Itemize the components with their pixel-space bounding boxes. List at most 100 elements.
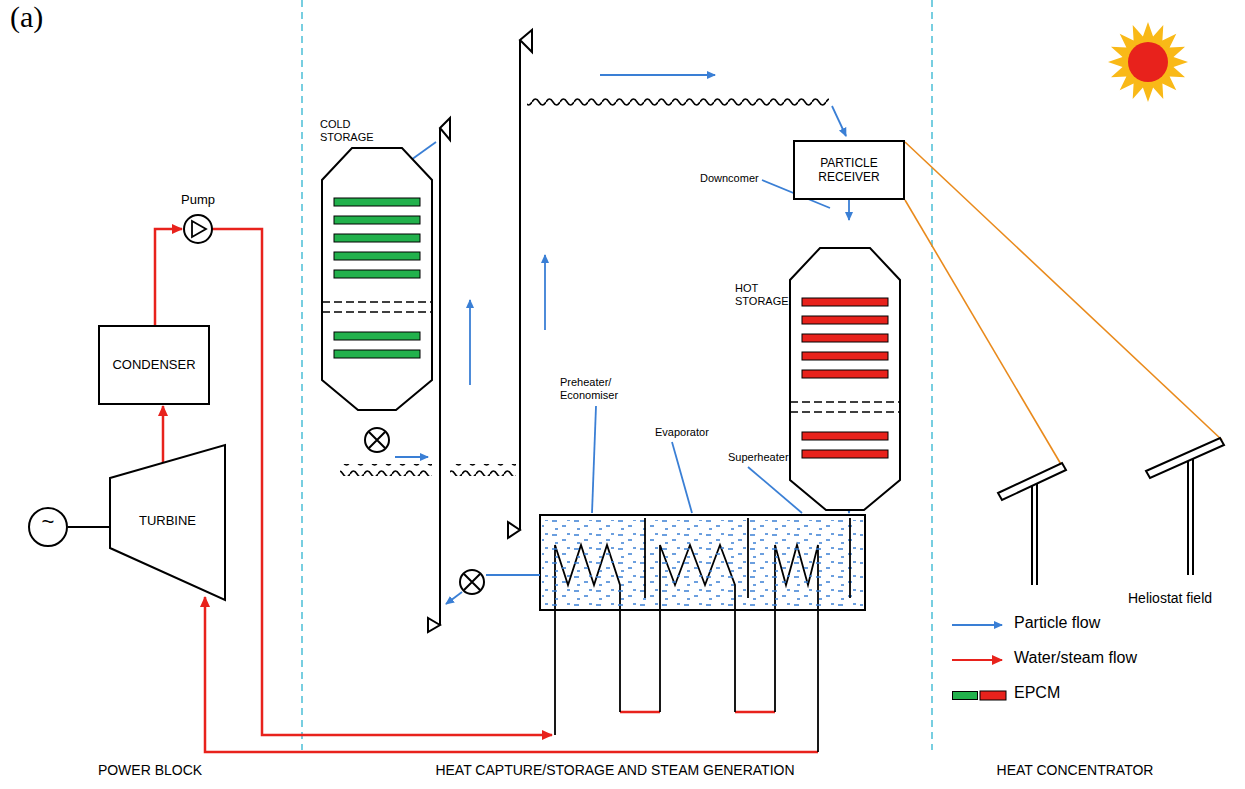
epcm-bar: [802, 298, 888, 306]
callout-label: Downcomer: [700, 172, 759, 184]
epcm-bar: [334, 350, 420, 358]
rotary-valves: [365, 428, 861, 594]
legend-text: EPCM: [1014, 684, 1060, 702]
section-dividers: [302, 0, 932, 750]
legend-sample: [952, 659, 1002, 661]
divider: [931, 0, 933, 750]
epcm-bar: [802, 334, 888, 342]
flow-connector: [68, 526, 110, 528]
particle-arrow: [544, 255, 546, 330]
node-label: PARTICLE RECEIVER: [799, 156, 899, 185]
particle-receiver-box: PARTICLE RECEIVER: [793, 140, 905, 200]
elevator-boot: [428, 618, 440, 632]
elevator-head: [520, 30, 532, 52]
callout-label: Preheater/ Economiser: [560, 376, 636, 402]
flow-connector: [162, 406, 165, 463]
heat-exchanger-box: [540, 515, 865, 610]
water-lines: [205, 229, 818, 752]
tube-link: [620, 711, 775, 714]
node-label: TURBINE: [110, 513, 225, 529]
legend-text: Particle flow: [1014, 614, 1100, 632]
particle-arrow: [395, 456, 428, 458]
cold-storage-silo: COLD STORAGE: [318, 118, 436, 430]
epcm-bar: [334, 216, 420, 224]
node-shape: [735, 218, 900, 463]
steam-line: [205, 597, 818, 752]
heliostat-mirror: [998, 463, 1066, 500]
rotary-valve: [460, 570, 484, 594]
particle-arrow: [446, 592, 462, 604]
leader-line: [592, 406, 596, 513]
rotary-valve: [365, 428, 389, 452]
node-shape: [318, 118, 436, 430]
heliostat-mirror: [1146, 438, 1224, 478]
solar-rays: [905, 142, 1222, 466]
epcm-bar: [334, 332, 420, 340]
pump-circle: [184, 215, 212, 243]
sun-disc: [1128, 42, 1168, 82]
epcm-bar: [802, 316, 888, 324]
solar-ray: [905, 142, 1222, 440]
particle-arrow: [486, 574, 540, 576]
sun-rays: [1108, 22, 1188, 102]
silo-outline: [322, 148, 432, 410]
rotary-valve: [369, 432, 385, 448]
epcm-bar: [802, 432, 888, 440]
condenser-box: CONDENSER: [98, 325, 210, 405]
section-label: HEAT CONCENTRATOR: [950, 762, 1200, 778]
epcm-bar: [802, 450, 888, 458]
elevator-boot: [508, 522, 520, 538]
epcm-bar: [334, 234, 420, 242]
callout-label: Evaporator: [655, 426, 709, 438]
heliostats: [998, 438, 1224, 585]
legend-text: Water/steam flow: [1014, 649, 1137, 667]
heliostat-pole: [1192, 458, 1194, 575]
node-label: Pump: [168, 192, 228, 208]
turbine-symbol: TURBINE: [110, 445, 225, 600]
legend-sample: [980, 691, 1006, 700]
legend-sample: [952, 624, 1002, 626]
generator-symbol: ~: [28, 507, 68, 547]
fluidised-bed: [542, 520, 863, 608]
sun-symbol: [1108, 22, 1188, 102]
node-label: COLD STORAGE: [320, 118, 380, 144]
hx-partition: [645, 518, 850, 598]
bucket-elevators: [428, 30, 532, 632]
section-label: POWER BLOCK: [50, 762, 250, 778]
pump-triangle: [192, 221, 206, 237]
heliostat-pole: [1036, 482, 1038, 585]
generator-circle: [29, 508, 67, 546]
elevator: [519, 40, 521, 530]
epcm-bar: [334, 198, 420, 206]
silo-grid: [790, 402, 900, 412]
node-label: ~: [28, 511, 68, 533]
screw-conveyor: [340, 464, 432, 476]
panel-letter: (a): [10, 0, 43, 34]
silo-grid: [322, 302, 432, 312]
section-label: HEAT CAPTURE/STORAGE AND STEAM GENERATIO…: [360, 762, 870, 778]
epcm-bar: [334, 270, 420, 278]
elevator: [439, 128, 441, 625]
epcm-bar: [334, 252, 420, 260]
node-label: CONDENSER: [112, 357, 195, 373]
flow-connector: [155, 229, 182, 325]
turbine-outline: [110, 445, 225, 600]
particle-arrows: [395, 75, 849, 604]
pump-symbol: Pump: [178, 192, 218, 244]
node-label: HOT STORAGE: [735, 282, 787, 308]
callout-label: Superheater: [728, 451, 789, 463]
elevator-head: [440, 118, 450, 140]
legend-swatch: [952, 691, 978, 700]
particle-arrow: [600, 74, 715, 76]
silo-outline: [790, 248, 900, 510]
hot-storage-silo: HOT STORAGE: [735, 218, 900, 463]
heliostat-pole: [1031, 482, 1033, 585]
rotary-valve: [464, 574, 480, 590]
solar-ray: [905, 200, 1062, 466]
screw-conveyor: [450, 464, 516, 476]
heliostat-pole: [1187, 458, 1189, 575]
screw-conveyor: [527, 94, 829, 106]
epcm-bar: [802, 370, 888, 378]
leader-line: [672, 442, 692, 513]
